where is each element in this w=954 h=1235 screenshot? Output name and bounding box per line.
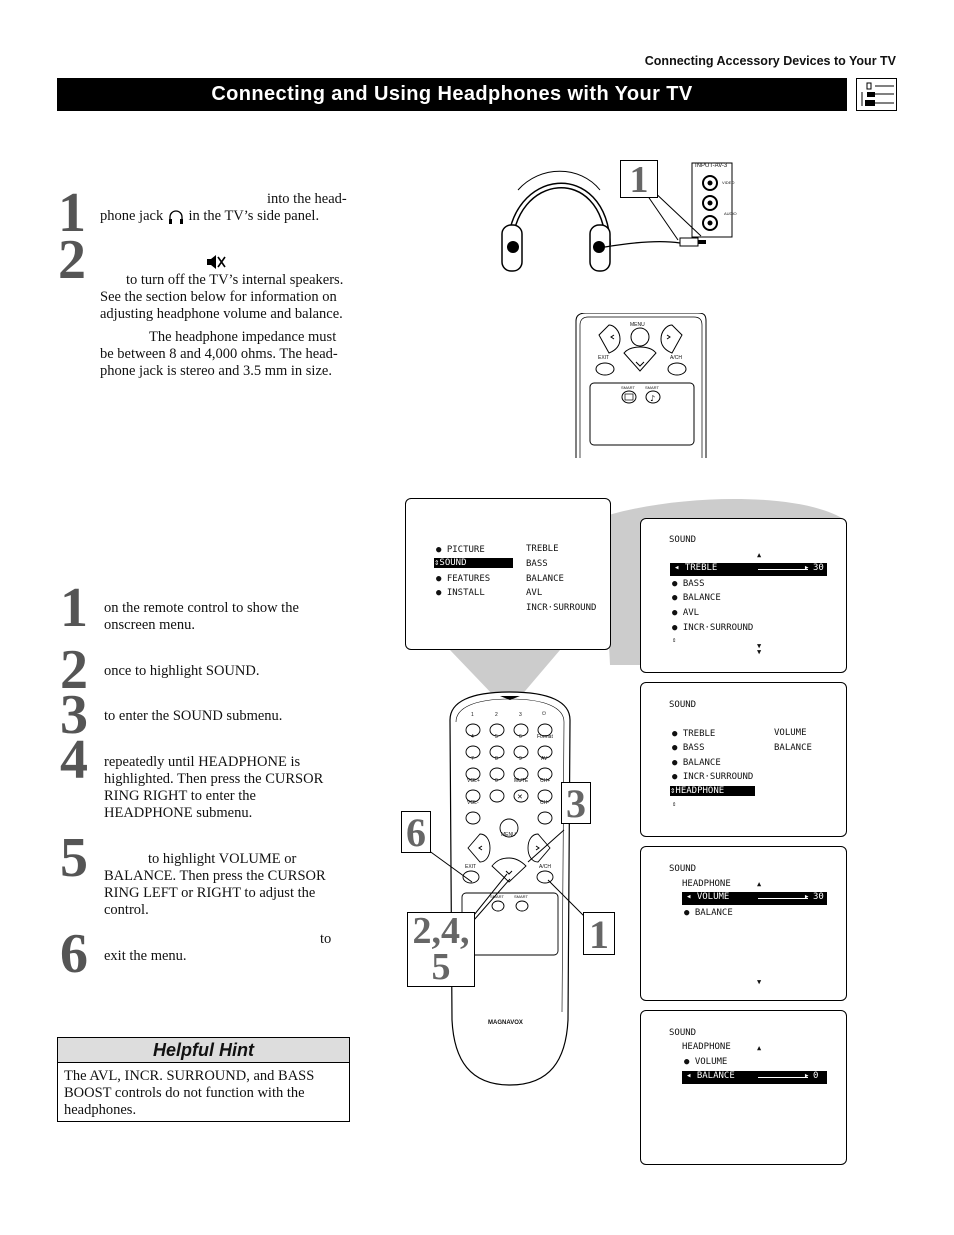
step-text: See the section below for information on (100, 289, 337, 305)
exit-label: EXIT (598, 355, 610, 361)
impedance-note: The headphone impedance must (149, 329, 337, 345)
headphone-balance-screen: SOUND HEADPHONE ▲ ● VOLUME ◂ BALANCE ▸ 0 (640, 1010, 847, 1165)
step-text: highlighted. Then press the CURSOR (104, 771, 324, 787)
menu-label: MENU (630, 322, 645, 328)
step-text: repeatedly until HEADPHONE is (104, 754, 301, 770)
ach-label: A/CH (670, 355, 682, 361)
step-number: 5 (60, 827, 88, 889)
headphone-illustration (490, 150, 750, 280)
hint-text: The AVL, INCR. SURROUND, and BASS BOOST … (64, 1068, 315, 1118)
main-menu-screen: ● PICTURE ⇕SOUND ● FEATURES ● INSTALL TR… (405, 498, 611, 650)
step-number: 6 (60, 923, 88, 985)
step-text: RING LEFT or RIGHT to adjust the (104, 885, 316, 901)
step-text: to (320, 931, 332, 947)
step-text: BALANCE. Then press the CURSOR (104, 868, 326, 884)
brand-logo: MAGNAVOX (488, 1020, 523, 1026)
callout-lines (400, 800, 620, 1000)
svg-text:✕: ✕ (517, 793, 523, 801)
impedance-note: phone jack is stereo and 3.5 mm in size. (100, 363, 332, 379)
step-text: exit the menu. (104, 948, 187, 964)
step-text: HEADPHONE submenu. (104, 805, 253, 821)
step-number: 1 (60, 577, 88, 639)
callout-step-2-4-5: 2,4, 5 (407, 912, 475, 987)
sound-treble-screen: SOUND ▲ ◂ TREBLE ▸ 30 ● BASS ● BALANCE ●… (640, 518, 847, 673)
callout-step-1: 1 (620, 160, 658, 199)
smart-label: SMART (645, 385, 659, 390)
step-text: to turn off the TV’s internal speakers. (126, 272, 344, 288)
page-title: Connecting and Using Headphones with You… (57, 78, 847, 111)
helpful-hint-box: Helpful Hint The AVL, INCR. SURROUND, an… (57, 1037, 350, 1122)
step-text: once to highlight SOUND. (104, 663, 260, 679)
input-label: INPUT-AV-3 (695, 163, 728, 169)
step-number: 2 (58, 229, 86, 291)
sound-headphone-screen: SOUND ● TREBLE ● BASS ● BALANCE ● INCR·S… (640, 682, 847, 837)
callout-step-6: 6 (401, 811, 431, 854)
step-text: into the head- (267, 191, 347, 207)
remote-control-illustration: ✕ (440, 690, 580, 1090)
mute-icon (206, 253, 226, 271)
step-text: to enter the SOUND submenu. (104, 708, 283, 724)
remote-detail-illustration: ♪ (574, 312, 708, 458)
step-number: 4 (60, 729, 88, 791)
callout-step-1-remote: 1 (583, 912, 615, 956)
step-text: RING RIGHT to enter the (104, 788, 256, 804)
audio-label: AUDIO (724, 211, 737, 216)
headphone-volume-screen: SOUND HEADPHONE ▲ ◂ VOLUME ▸ 30 ● BALANC… (640, 846, 847, 1001)
smart-label: SMART (621, 385, 635, 390)
hint-title: Helpful Hint (58, 1038, 349, 1063)
step-text: to highlight VOLUME or (148, 851, 297, 867)
step-text: phone jack in the TV’s side panel. (100, 208, 320, 224)
running-head: Connecting Accessory Devices to Your TV (644, 54, 896, 68)
step-text: control. (104, 902, 149, 918)
video-label: VIDEO (722, 180, 735, 185)
svg-text:♪: ♪ (650, 394, 655, 403)
impedance-note: be between 8 and 4,000 ohms. The head- (100, 346, 338, 362)
step-text: adjusting headphone volume and balance. (100, 306, 343, 322)
section-icon (856, 78, 897, 111)
callout-step-3: 3 (561, 782, 591, 825)
step-number: 3 (60, 684, 88, 746)
step-number: 2 (60, 639, 88, 701)
remote-labels: 1 2 3 ⏻ 4 5 6 Format 7 8 9 AV VOL+ 0 MUT… (465, 711, 553, 1026)
step-number: 1 (58, 182, 86, 244)
headphone-jack-icon (167, 210, 185, 224)
step-text: on the remote control to show the (104, 600, 299, 616)
step-text: onscreen menu. (104, 617, 195, 633)
